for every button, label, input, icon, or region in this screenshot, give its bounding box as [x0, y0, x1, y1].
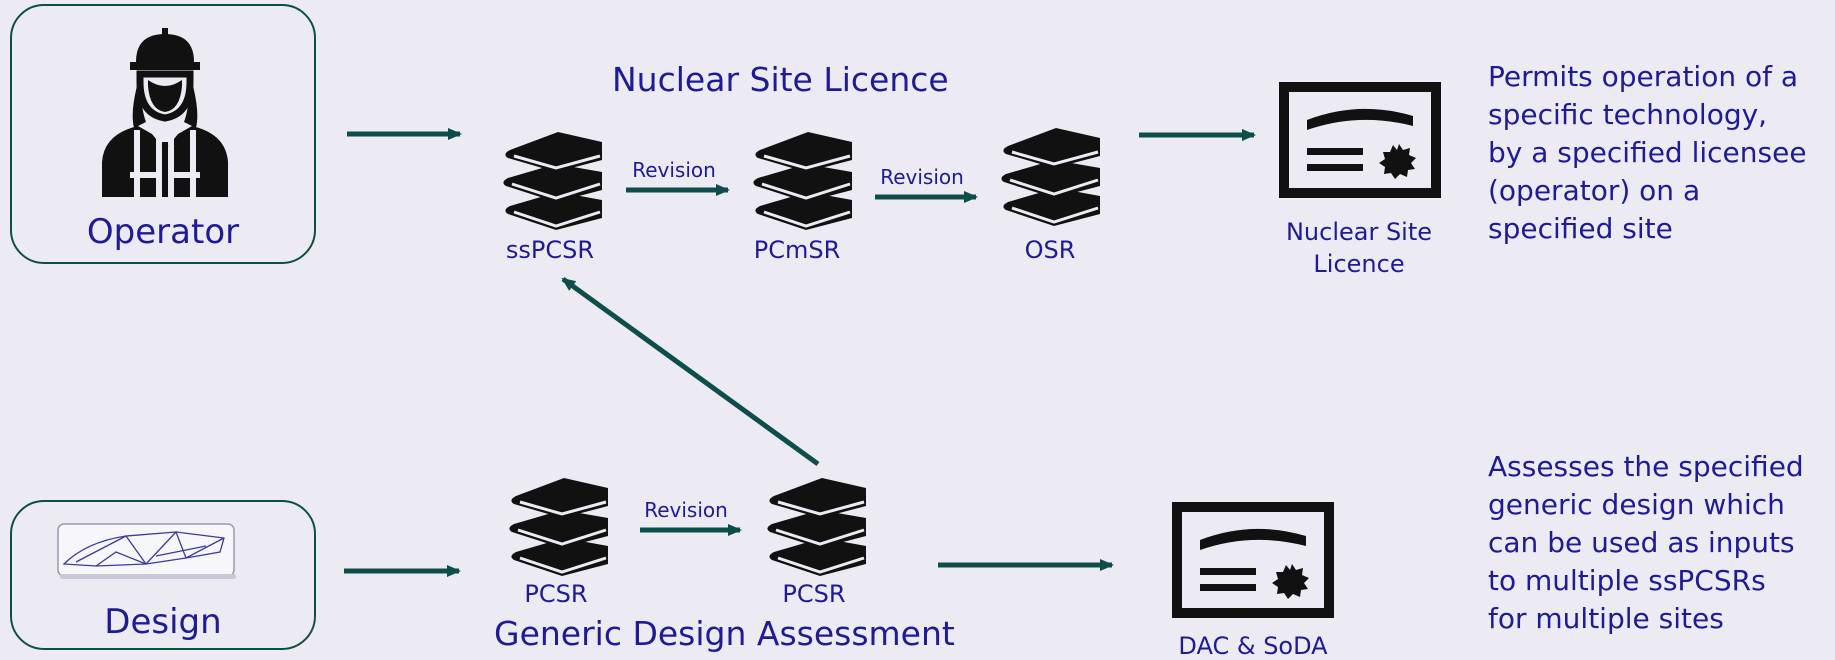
book-stack-icon — [767, 478, 866, 576]
certificate-icon — [1279, 82, 1441, 198]
description-line: can be used as inputs — [1488, 526, 1795, 559]
doc-label-pcmsr: PCmSR — [753, 236, 841, 264]
book-stack-icon — [753, 132, 852, 230]
book-stack-icon — [1001, 128, 1100, 226]
doc-label-osr: OSR — [1024, 236, 1076, 264]
description-line: Assesses the specified — [1488, 450, 1804, 483]
description-line: specified site — [1488, 212, 1673, 245]
doc-label-pcsr-2: PCSR — [782, 580, 846, 608]
book-stack-icon — [509, 478, 608, 576]
nuclear-site-licence-title: Nuclear Site Licence — [612, 60, 949, 99]
worker-icon — [102, 28, 228, 197]
book-stack-icon — [503, 132, 602, 230]
revision-label-3: Revision — [644, 498, 728, 522]
doc-label-pcsr-1: PCSR — [524, 580, 588, 608]
doc-label-sspcsr: ssPCSR — [505, 236, 595, 264]
design-label: Design — [104, 602, 222, 642]
certificate-icon — [1172, 502, 1334, 618]
licence-description: Permits operation of a specific technolo… — [1488, 58, 1807, 248]
description-line: specific technology, — [1488, 98, 1768, 131]
pcsr-to-sspcsr-arrow — [561, 276, 820, 467]
description-line: generic design which — [1488, 488, 1785, 521]
description-line: for multiple sites — [1488, 602, 1724, 635]
description-line: by a specified licensee — [1488, 136, 1807, 169]
design-sketch-icon — [57, 523, 236, 579]
revision-label-1: Revision — [632, 158, 716, 182]
description-line: (operator) on a — [1488, 174, 1701, 207]
gda-description: Assesses the specified generic design wh… — [1488, 448, 1804, 638]
licence-label: Nuclear Site Licence — [1285, 218, 1433, 278]
description-line: Permits operation of a — [1488, 60, 1799, 93]
description-line: to multiple ssPCSRs — [1488, 564, 1766, 597]
dac-soda-label: DAC & SoDA — [1178, 632, 1328, 660]
revision-label-2: Revision — [880, 165, 964, 189]
operator-label: Operator — [86, 212, 240, 252]
generic-design-assessment-title: Generic Design Assessment — [494, 614, 955, 653]
